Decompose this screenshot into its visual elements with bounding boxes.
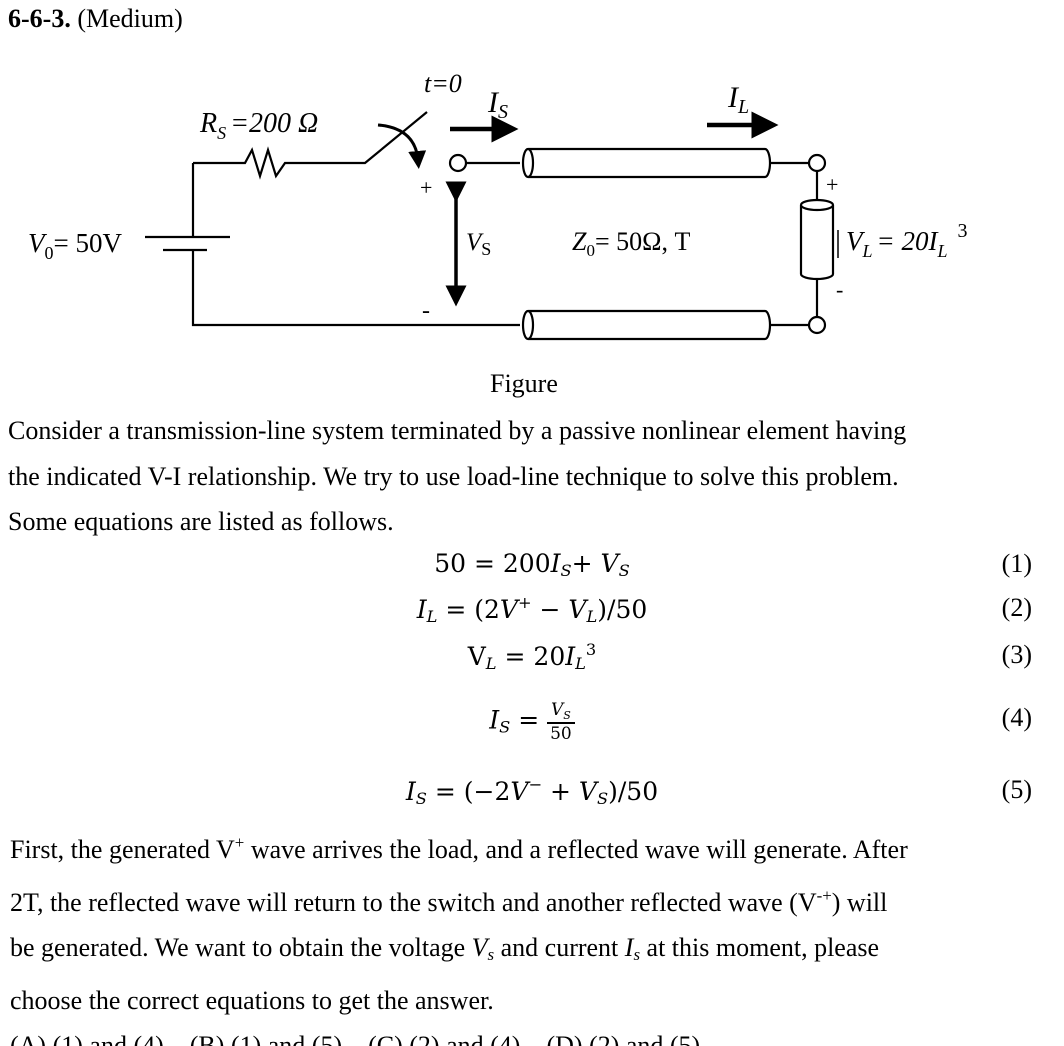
z0-label: Z0= 50Ω, T (572, 227, 690, 260)
rs-label: RS=200 Ω (199, 108, 318, 143)
difficulty-label: (Medium) (77, 4, 183, 33)
top-line-cable (521, 147, 772, 179)
v0-label: V0= 50V (28, 228, 122, 263)
vs-minus: - (422, 298, 430, 324)
il-label: IL (727, 81, 749, 118)
switch-label: t=0 (424, 69, 462, 98)
intro-text: Consider a transmission-line system term… (8, 416, 907, 536)
vs-plus: + (420, 175, 432, 200)
choice-b[interactable]: (B) (1) and (5) (189, 1031, 343, 1046)
load-top-terminal (807, 153, 827, 173)
load-element (799, 198, 835, 281)
wire-left (191, 111, 520, 327)
is-label: IS (487, 86, 508, 123)
equation-2: IL = (2V+ − VL)/50(2) (416, 593, 1032, 626)
choice-c[interactable]: (C) (2) and (4) (368, 1031, 521, 1046)
choice-d[interactable]: (D) (2) and (5) (546, 1031, 701, 1046)
vl-minus: - (836, 277, 843, 302)
choice-a[interactable]: (A) (1) and (4) (10, 1031, 164, 1046)
equation-5: IS = (−2V− + VS)/50(5) (405, 775, 1032, 808)
answer-choices: (A) (1) and (4) (B) (1) and (5) (C) (2) … (10, 1023, 1060, 1046)
problem-title: 6-6-3. (Medium) (8, 4, 183, 34)
source-terminal (448, 153, 468, 173)
equation-1: 50 = 200IS+ VS(1) (434, 549, 1032, 580)
bottom-line-cable (521, 309, 772, 341)
problem-number: 6-6-3. (8, 4, 71, 33)
equation-3: VL = 20IL3(3) (467, 640, 1032, 673)
vs-label: VS (466, 229, 491, 259)
vl-label: VL= 20IL3 (846, 220, 968, 261)
question-text: First, the generated V+ wave arrives the… (10, 820, 1060, 1046)
circuit-figure: t=0 RS=200 Ω IS IL V0= 50V + - VS Z0= 50… (28, 69, 968, 398)
load-bottom-terminal (807, 315, 827, 335)
switch-arrow-icon (377, 123, 427, 169)
figure-caption: Figure (490, 369, 558, 398)
vl-plus: + (826, 172, 838, 197)
